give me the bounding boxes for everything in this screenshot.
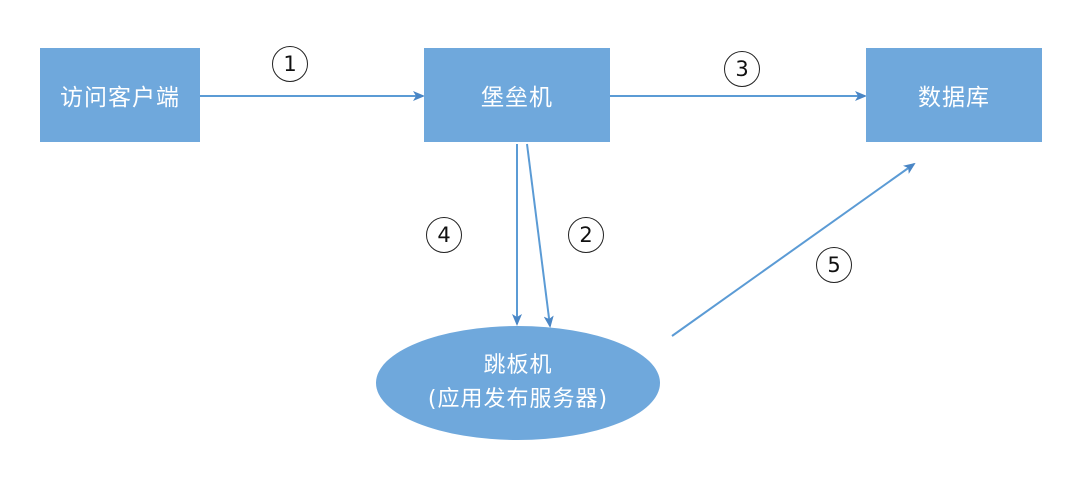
step-label-2: 2	[568, 217, 604, 253]
step-label-2-text: 2	[579, 223, 593, 247]
node-bastion-host: 堡垒机	[424, 48, 610, 142]
arrow-bastion-to-jump-server-2	[526, 143, 554, 328]
node-database: 数据库	[866, 48, 1042, 142]
step-label-3: 3	[724, 51, 760, 87]
arrow-jump-server-to-database	[671, 162, 916, 337]
step-label-1-text: 1	[283, 52, 297, 76]
step-label-5-text: 5	[827, 253, 841, 277]
step-label-1: 1	[272, 46, 308, 82]
node-jump-server: 跳板机 (应用发布服务器)	[376, 326, 660, 440]
node-database-label: 数据库	[918, 85, 990, 111]
node-access-client: 访问客户端	[40, 48, 200, 142]
step-label-4-text: 4	[437, 223, 451, 247]
step-label-4: 4	[426, 217, 462, 253]
node-jump-server-subtitle: (应用发布服务器)	[427, 387, 609, 412]
node-bastion-host-label: 堡垒机	[481, 85, 553, 111]
step-label-5: 5	[816, 247, 852, 283]
node-jump-server-title: 跳板机	[483, 353, 553, 378]
step-label-3-text: 3	[735, 57, 749, 81]
node-access-client-label: 访问客户端	[60, 85, 180, 111]
